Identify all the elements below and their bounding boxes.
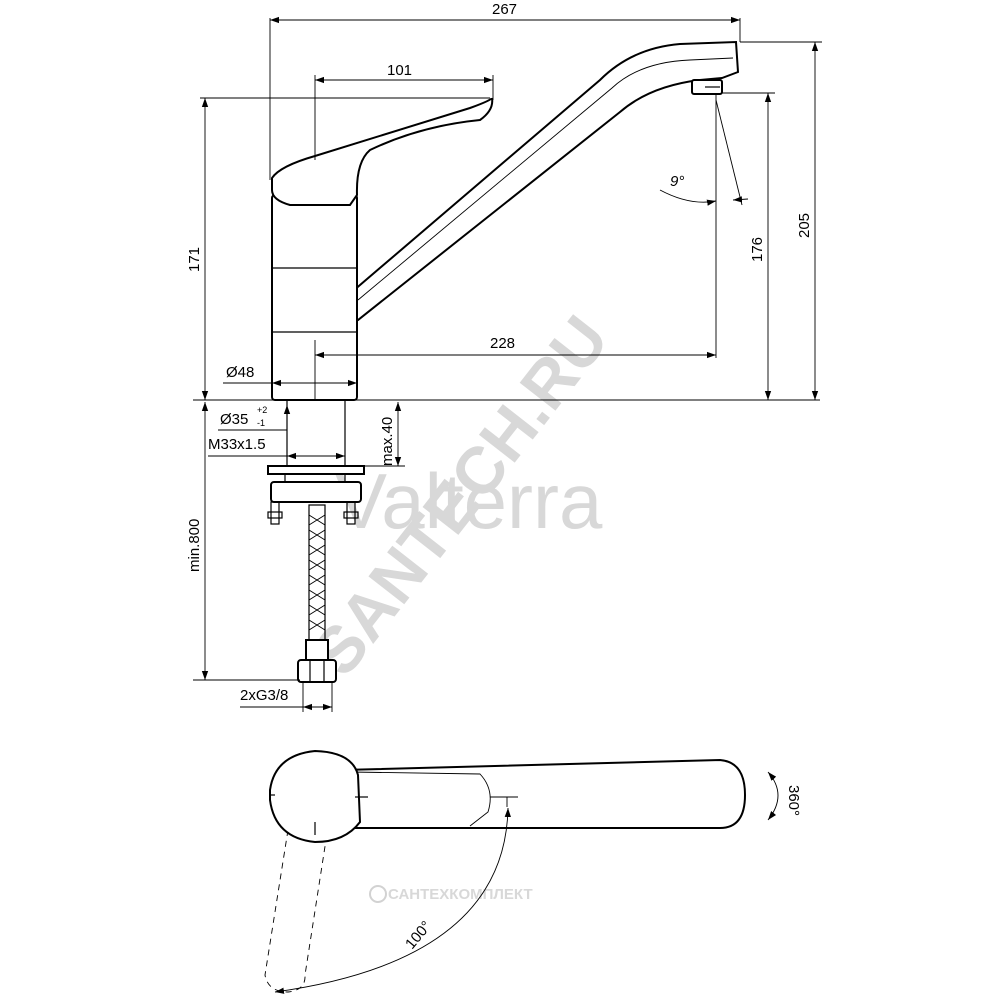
dim-overall-length: 267 bbox=[492, 1, 517, 18]
dim-body-height: 171 bbox=[186, 247, 203, 272]
dim-thread: M33x1.5 bbox=[208, 436, 266, 453]
dim-max-deck-thickness: max.40 bbox=[379, 417, 396, 466]
dim-lever-rotation: 100° bbox=[402, 918, 435, 953]
handle-lever bbox=[271, 97, 494, 206]
body-column bbox=[271, 194, 358, 401]
watermark-company: САНТЕХКОМПЛЕКТ bbox=[388, 886, 533, 903]
mounting-nut bbox=[270, 481, 362, 503]
dim-hole-diameter: Ø35 bbox=[220, 411, 248, 428]
watermark-logo-icon bbox=[369, 885, 387, 903]
mounting-plate bbox=[267, 465, 365, 475]
dim-hole-tolerance-upper: +2 bbox=[257, 405, 267, 415]
spout-top-outline bbox=[341, 758, 747, 829]
hose-connector-nut bbox=[297, 659, 337, 683]
dim-spout-rotation: 360° bbox=[785, 785, 802, 816]
dimension-lines: 267 101 228 171 176 205 Ø48 Ø35 +2 -1 M3… bbox=[186, 1, 819, 711]
dim-lever-length: 101 bbox=[387, 62, 412, 79]
hose-fitting bbox=[305, 639, 329, 661]
dim-hole-tolerance-lower: -1 bbox=[257, 418, 265, 428]
spout-highlight-line bbox=[357, 57, 734, 301]
faucet-side-view bbox=[267, 40, 740, 683]
dim-spout-reach: 228 bbox=[490, 335, 515, 352]
dim-min-hose-length: min.800 bbox=[186, 519, 203, 572]
lever-rotated-position bbox=[264, 829, 327, 993]
watermark-brand: Valterra bbox=[335, 457, 603, 545]
spout-outline bbox=[345, 40, 740, 324]
dim-base-diameter: Ø48 bbox=[226, 364, 254, 381]
faucet-top-view: 100° 360° bbox=[264, 749, 802, 994]
dim-overall-height: 205 bbox=[796, 213, 813, 238]
dim-connections: 2xG3/8 bbox=[240, 687, 288, 704]
dim-outlet-angle: 9° bbox=[670, 173, 684, 190]
dim-spout-outlet-height: 176 bbox=[749, 237, 766, 262]
